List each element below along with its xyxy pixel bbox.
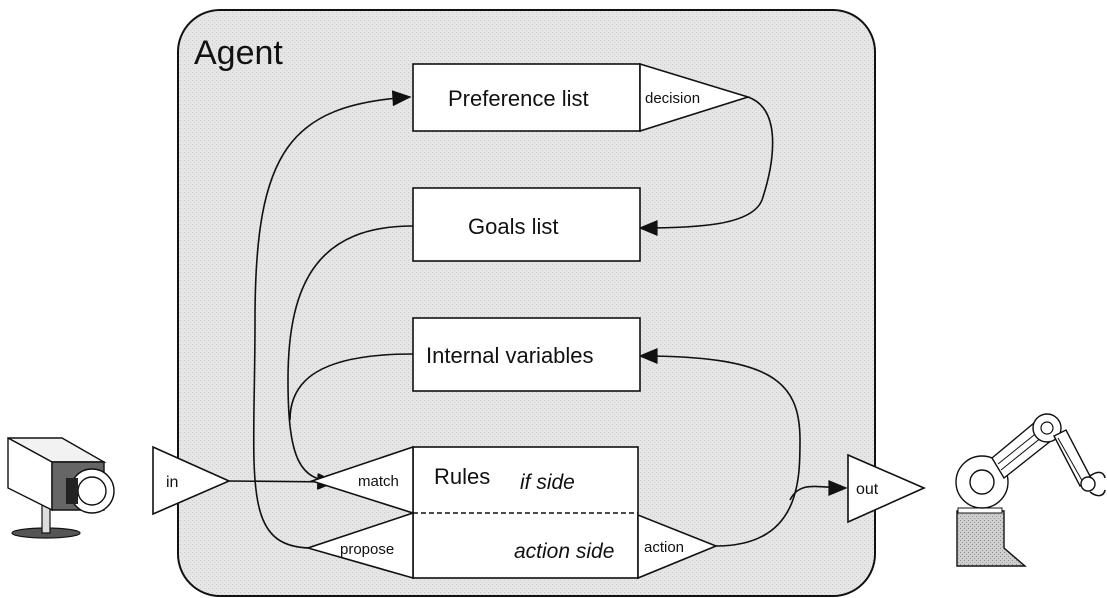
- internal-variables-label: Internal variables: [426, 343, 594, 368]
- preference-list-box: Preference list: [412, 63, 641, 132]
- preference-list-label: Preference list: [448, 86, 589, 111]
- flow-action-to-out: [789, 479, 848, 501]
- flow-propose-to-preference: [252, 90, 412, 549]
- in-label: in: [166, 474, 178, 491]
- flow-internal-to-match: [289, 353, 414, 421]
- rules-label: Rules: [434, 464, 490, 489]
- propose-port: propose: [305, 511, 414, 580]
- action-port: action: [637, 513, 719, 580]
- agent-container: [177, 9, 876, 597]
- match-label: match: [358, 473, 399, 490]
- action-label: action: [644, 539, 684, 556]
- out-label: out: [856, 481, 879, 498]
- goals-list-box: Goals list: [412, 187, 641, 262]
- decision-port: decision: [639, 62, 751, 133]
- out-port: out: [847, 453, 926, 524]
- in-port: in: [152, 445, 231, 516]
- internal-variables-box: Internal variables: [412, 317, 641, 392]
- camera-icon: [7, 436, 115, 539]
- propose-label: propose: [340, 541, 394, 558]
- goals-list-label: Goals list: [468, 214, 558, 239]
- if-side-label: if side: [520, 471, 575, 494]
- robot-arm-icon: [955, 413, 1106, 567]
- flow-decision-to-goals: [638, 96, 774, 236]
- action-side-label: action side: [514, 540, 614, 563]
- flow-goals-to-match: [287, 225, 414, 489]
- rules-box: Rules if side action side: [412, 446, 639, 579]
- flow-action-to-internal: [638, 348, 801, 547]
- decision-label: decision: [645, 90, 700, 107]
- match-port: match: [309, 445, 414, 515]
- agent-title: Agent: [194, 34, 283, 72]
